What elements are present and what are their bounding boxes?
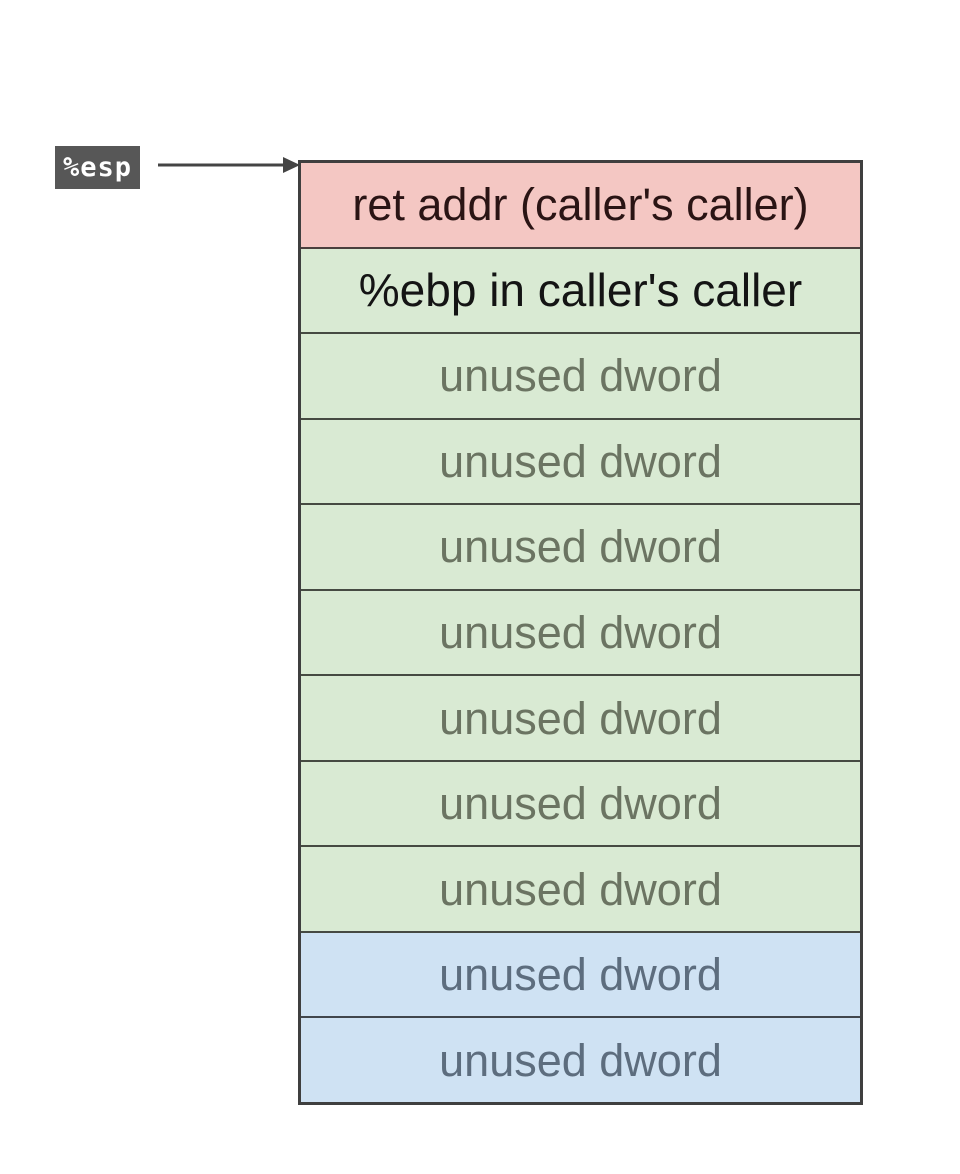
stack-row-unused-dword: unused dword: [301, 590, 860, 677]
stack-row-unused-dword: unused dword: [301, 334, 860, 420]
esp-register-label: %esp: [55, 146, 140, 189]
stack-row-unused-dword: unused dword: [301, 761, 860, 848]
stack-row-unused-dword: unused dword: [301, 419, 860, 506]
stack-row-saved-ebp: %ebp in caller's caller: [301, 248, 860, 335]
stack-table: ret addr (caller's caller) %ebp in calle…: [298, 160, 863, 1105]
esp-pointer-arrow-icon: [158, 157, 300, 173]
stack-row-unused-dword: unused dword: [301, 505, 860, 591]
stack-row-unused-dword: unused dword: [301, 932, 860, 1019]
stack-row-unused-dword: unused dword: [301, 676, 860, 762]
stack-row-unused-dword: unused dword: [301, 1018, 860, 1103]
stack-row-ret-addr: ret addr (caller's caller): [301, 163, 860, 249]
stack-row-unused-dword: unused dword: [301, 847, 860, 933]
